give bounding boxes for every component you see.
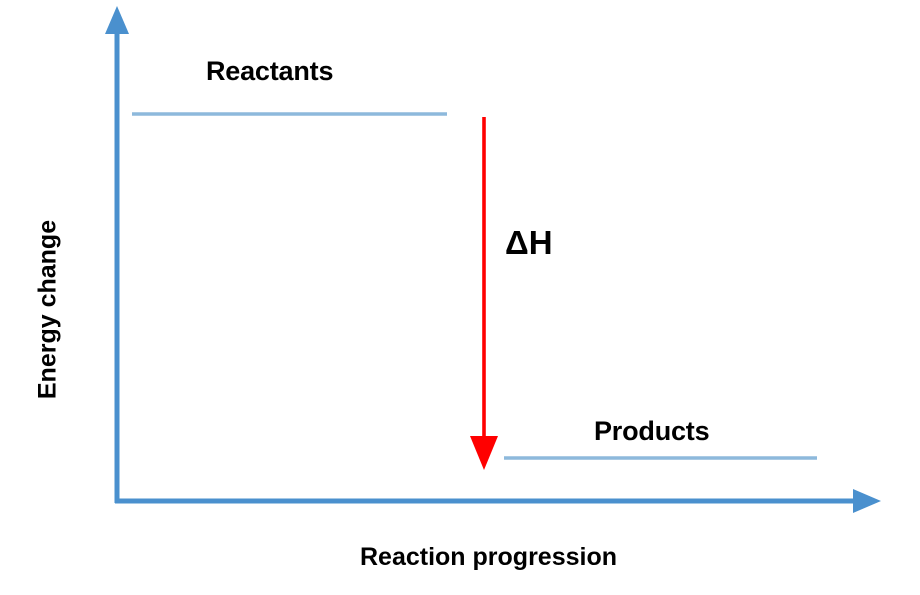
x-axis-arrowhead-icon: [853, 489, 881, 513]
reactants-label: Reactants: [206, 56, 334, 86]
delta-h-arrowhead-icon: [470, 436, 498, 470]
products-label: Products: [594, 416, 710, 446]
y-axis-title: Energy change: [33, 219, 62, 400]
delta-h-label: ΔH: [505, 224, 553, 261]
y-axis-arrowhead-icon: [105, 6, 129, 34]
x-axis-title: Reaction progression: [360, 543, 617, 571]
